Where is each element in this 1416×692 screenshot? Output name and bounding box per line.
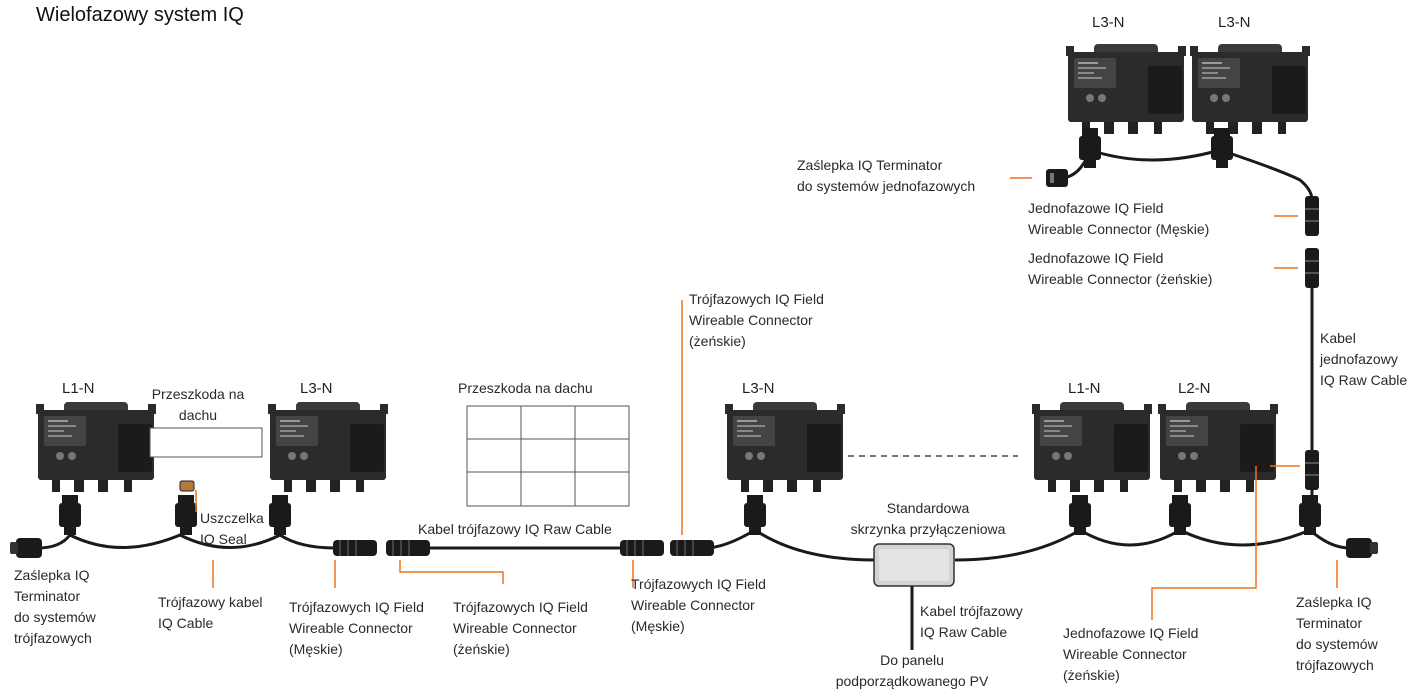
drop-connector: [1069, 495, 1091, 535]
raw-cable-label: Kabel jednofazowy IQ Raw Cable: [1320, 330, 1408, 388]
fwc-three-male-a: [333, 540, 377, 556]
microinverter-l3n-mid: [725, 402, 845, 492]
iq-seal-part: [179, 480, 195, 492]
obstacle-small: [149, 427, 263, 458]
junction-box: [873, 543, 955, 587]
raw-cable-label: Kabel trójfazowy IQ Raw Cable: [418, 521, 612, 537]
micro-label-l3n: L3-N: [742, 380, 775, 397]
drop-connector: [1079, 128, 1101, 168]
obstacle-label: Przeszkoda na dachu: [151, 386, 245, 423]
fwc-three-male-b: [620, 540, 664, 556]
drop-connector: [269, 495, 291, 535]
drop-connector: [1211, 128, 1233, 168]
seal-label: Uszczelka IQ Seal: [200, 510, 264, 547]
terminator-single: [1046, 169, 1068, 187]
connector-label: Trójfazowych IQ Field Wireable Connector…: [631, 576, 766, 634]
iq-cable-label: Trójfazowy kabel IQ Cable: [158, 594, 263, 631]
drop-connector: [175, 495, 197, 535]
connector-label: Jednofazowe IQ Field Wireable Connector …: [1028, 250, 1213, 287]
drop-connector: [1169, 495, 1191, 535]
fwc-three-female-b: [670, 540, 714, 556]
connector-label: Trójfazowych IQ Field Wireable Connector…: [689, 291, 824, 349]
terminator-label: Zaślepka IQ Terminator do systemów trójf…: [1296, 594, 1378, 673]
terminator-label: Zaślepka IQ Terminator do systemów trójf…: [14, 567, 96, 646]
micro-label-l1n: L1-N: [62, 380, 95, 397]
micro-label-l2n: L2-N: [1178, 380, 1211, 397]
terminator-label: Zaślepka IQ Terminator do systemów jedno…: [797, 157, 976, 194]
fwc-single-female: [1305, 248, 1319, 288]
micro-label-l3n: L3-N: [300, 380, 333, 397]
microinverter-l3n-top-a: [1066, 44, 1186, 134]
microinverter-l2n-right: [1158, 402, 1278, 492]
raw-cable-label: Kabel trójfazowy IQ Raw Cable: [920, 603, 1023, 640]
sub-panel-label: Do panelu podporządkowanego PV: [835, 652, 989, 689]
fwc-three-female-a: [386, 540, 430, 556]
junction-box-label: Standardowa skrzynka przyłączeniowa: [850, 500, 1006, 537]
terminator-three-left: [10, 538, 42, 558]
drop-connector: [59, 495, 81, 535]
connector-label: Trójfazowych IQ Field Wireable Connector…: [289, 599, 424, 657]
obstacle-grid: [466, 405, 630, 507]
connector-label: Trójfazowych IQ Field Wireable Connector…: [453, 599, 588, 657]
drop-connector: [1299, 495, 1321, 535]
fwc-single-male: [1305, 196, 1319, 236]
microinverter-l1n-right: [1032, 402, 1152, 492]
drop-connector: [744, 495, 766, 535]
microinverter-l1n-left: [36, 402, 156, 492]
connector-label: Jednofazowe IQ Field Wireable Connector …: [1063, 625, 1199, 683]
obstacle-label: Przeszkoda na dachu: [458, 380, 593, 396]
fwc-single-female-bottom: [1305, 450, 1319, 490]
micro-label-l3n: L3-N: [1218, 14, 1251, 31]
micro-label-l1n: L1-N: [1068, 380, 1101, 397]
connector-label: Jednofazowe IQ Field Wireable Connector …: [1028, 200, 1210, 237]
microinverter-l3n-top-b: [1190, 44, 1310, 134]
terminator-three-right: [1346, 538, 1378, 558]
microinverter-l3n-left: [268, 402, 388, 492]
callout-leaders: [195, 177, 1338, 620]
diagram-title: Wielofazowy system IQ: [36, 4, 244, 26]
micro-label-l3n: L3-N: [1092, 14, 1125, 31]
